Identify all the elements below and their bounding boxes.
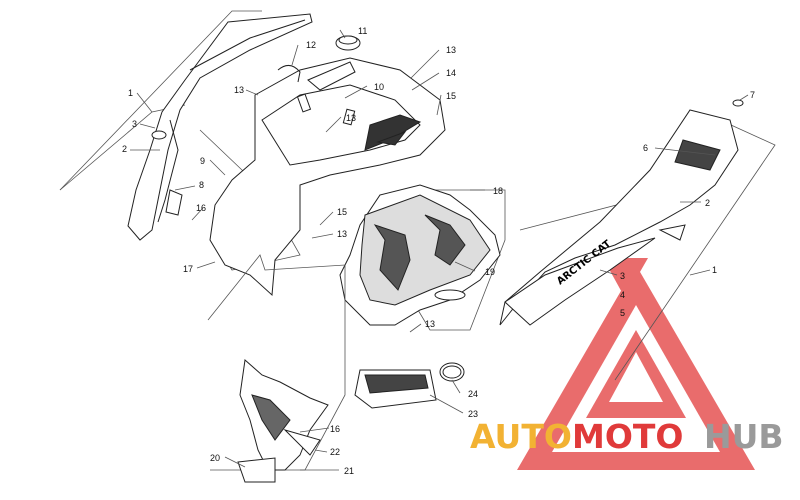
callout-labels: 1 3 2 8 16 17 9 13 12 11 13 14 10 15 13 …	[122, 26, 755, 476]
callout-7: 7	[750, 90, 755, 100]
callout-9: 9	[200, 156, 205, 166]
watermark-text: AUTO MOTO HUB	[470, 417, 784, 456]
callout-21: 21	[344, 466, 354, 476]
callout-17: 17	[183, 264, 193, 274]
callout-23: 23	[468, 409, 478, 419]
watermark-moto: MOTO	[572, 417, 683, 456]
leader-lines	[130, 29, 749, 471]
callout-24: 24	[468, 389, 478, 399]
callout-14: 14	[446, 68, 456, 78]
callout-3: 3	[620, 271, 625, 281]
callout-13: 13	[337, 229, 347, 239]
callout-2: 2	[122, 144, 127, 154]
callout-1: 1	[128, 88, 133, 98]
callout-10: 10	[374, 82, 384, 92]
callout-15: 15	[446, 91, 456, 101]
watermark-hub: HUB	[704, 417, 784, 456]
callout-11: 11	[358, 26, 367, 36]
callout-5: 5	[620, 308, 625, 318]
callout-4: 4	[620, 290, 625, 300]
storage-tray	[339, 184, 506, 331]
callout-20: 20	[210, 453, 220, 463]
callout-12: 12	[306, 40, 316, 50]
callout-15: 15	[337, 207, 347, 217]
side-panel-right	[499, 99, 776, 381]
air-intake	[207, 254, 465, 483]
callout-13: 13	[346, 113, 356, 123]
callout-16: 16	[196, 203, 206, 213]
watermark-logo	[517, 258, 755, 470]
callout-3: 3	[132, 119, 137, 129]
callout-1: 1	[712, 265, 717, 275]
callout-8: 8	[199, 180, 204, 190]
callout-13: 13	[425, 319, 435, 329]
callout-6: 6	[643, 143, 648, 153]
callout-19: 19	[485, 267, 495, 277]
callout-2: 2	[705, 198, 710, 208]
callout-18: 18	[493, 186, 503, 196]
callout-16: 16	[330, 424, 340, 434]
callout-13: 13	[446, 45, 456, 55]
callout-22: 22	[330, 447, 340, 457]
watermark-auto: AUTO	[470, 417, 572, 456]
hood-assembly	[199, 35, 446, 297]
callout-13: 13	[234, 85, 244, 95]
